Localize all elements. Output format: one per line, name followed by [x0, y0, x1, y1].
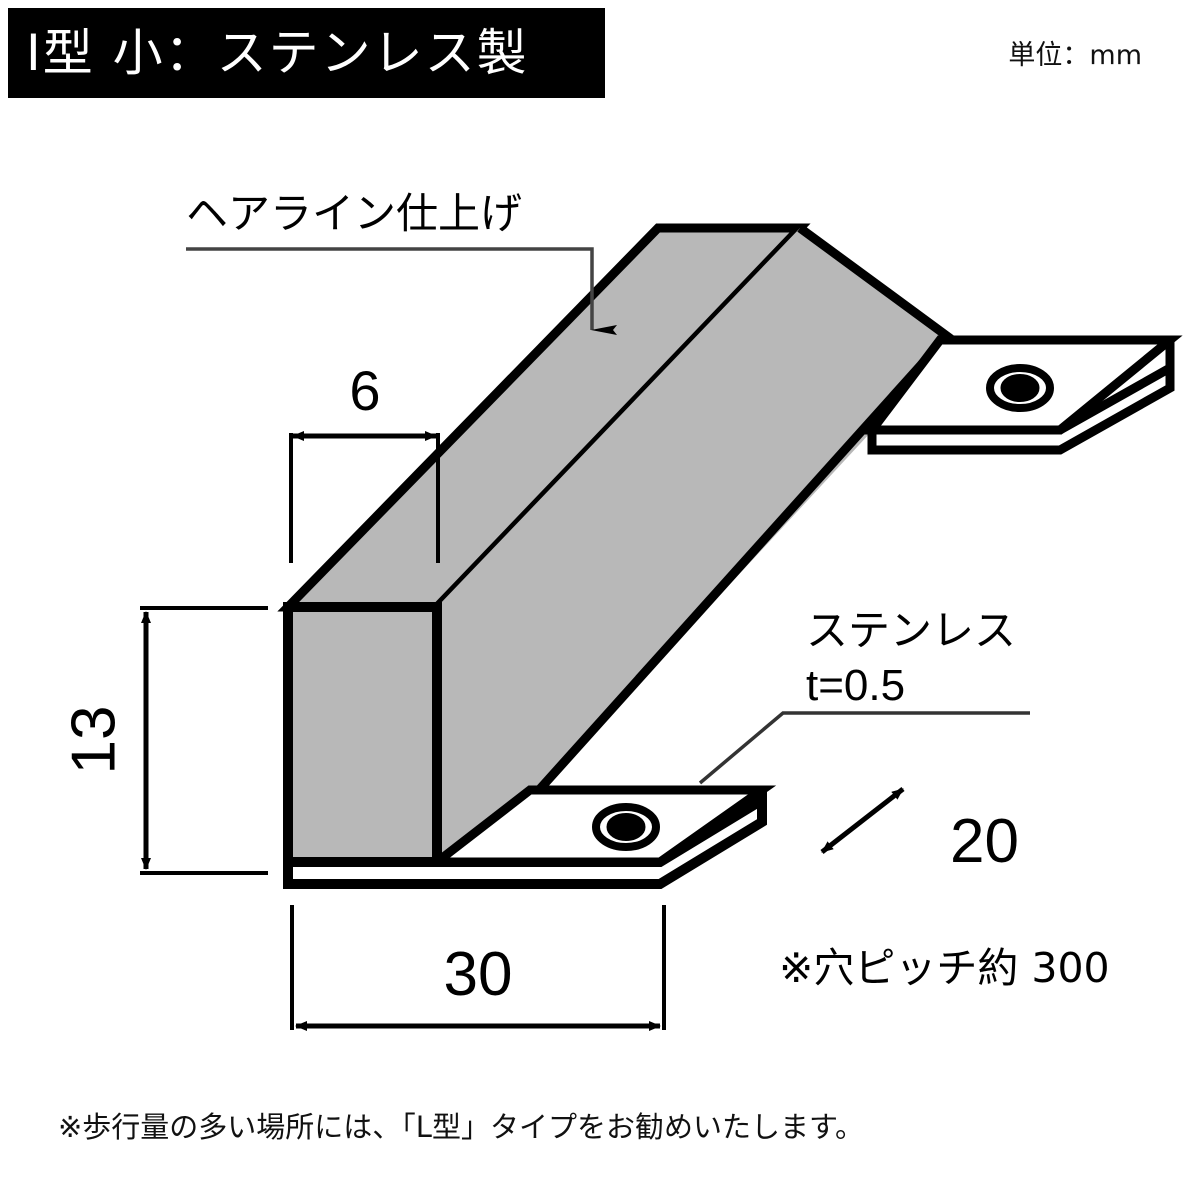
dim30-label: 30 — [444, 940, 513, 1009]
lower-left-flange — [283, 785, 777, 889]
finish-label: ヘアライン仕上げ — [186, 189, 522, 238]
dim6-label: 6 — [349, 359, 380, 422]
dimension-base-width: 30 — [290, 905, 666, 1031]
material-leader-line — [698, 711, 1030, 785]
unit-note: 単位：mm — [1008, 40, 1142, 71]
side-face — [437, 228, 947, 860]
page-title: I型 小：ステンレス製 — [26, 24, 529, 82]
upper-flange-hole-inner — [1000, 374, 1040, 402]
annotation-material: ステンレス t=0.5 — [698, 606, 1030, 785]
bar-body — [277, 223, 954, 867]
dimension-top-width: 6 — [289, 359, 440, 563]
front-face — [283, 602, 442, 867]
annotation-finish: ヘアライン仕上げ — [186, 189, 617, 335]
lower-flange-hole-inner — [606, 813, 646, 841]
dim20-line — [820, 787, 905, 854]
dim20-label: 20 — [950, 807, 1019, 876]
dimension-height: 13 — [59, 606, 268, 875]
finish-leader-line — [186, 247, 617, 335]
dimension-flange-depth: 20 — [820, 787, 1019, 876]
footer-note: ※歩行量の多い場所には、「L型」タイプをお勧めいたします。 — [58, 1110, 865, 1144]
dim13-label: 13 — [59, 706, 128, 775]
material-label-line2: t=0.5 — [806, 661, 905, 710]
front-face-side-sliver — [437, 607, 530, 862]
material-label-line1: ステンレス — [806, 606, 1016, 655]
hole-pitch-note: ※穴ピッチ約 300 — [779, 944, 1110, 992]
title-banner: I型 小：ステンレス製 — [8, 8, 605, 98]
upper-right-flange — [862, 335, 1183, 455]
